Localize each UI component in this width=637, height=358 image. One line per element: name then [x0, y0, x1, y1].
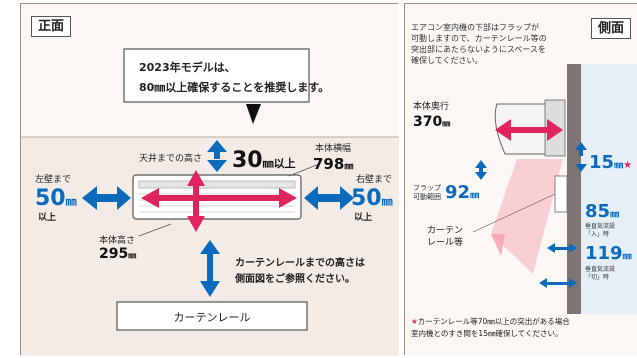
ceiling-gap-arrow: [207, 140, 227, 172]
flap-range-arrow: [475, 160, 487, 180]
side-wall: [567, 64, 581, 314]
curtain-note-line-1: カーテンレールまでの高さは: [235, 258, 365, 269]
right-wall-value: 50㎜: [351, 186, 393, 211]
width-label: 本体横幅: [315, 144, 352, 154]
depth-value: 370㎜: [413, 114, 451, 130]
front-view-panel: 正面 2023年モデルは、 80㎜以上確保することを推奨します。 天井までの高さ…: [20, 3, 399, 356]
side-intro-3: 突出部にあたらないようにスペースを: [411, 45, 546, 54]
ceiling-value: 30㎜以上: [232, 148, 296, 173]
curtain-rail-label: カーテンレール: [173, 311, 251, 324]
left-gap-arrow: [82, 186, 131, 210]
side-intro-1: エアコン室内機の下部はフラップが: [411, 23, 539, 32]
right-gap-arrow: [304, 186, 354, 210]
curtain-rail-profile: [554, 175, 568, 213]
footnote-1: ★カーテンレール等70㎜以上の突出がある場合: [411, 317, 570, 326]
flap-label-1: フラップ: [413, 184, 441, 192]
gap85-note-1: 垂直気流設: [585, 223, 616, 230]
top-gap-arrow: [575, 142, 587, 172]
side-view-panel: エアコン室内機の下部はフラップが 可動しますので、カーテンレール等の 突出部にあ…: [404, 3, 637, 356]
height-label: 本体高さ: [99, 236, 136, 246]
gap119-note-2: 「切」時: [585, 274, 610, 281]
front-view-diagram: [21, 4, 399, 356]
left-wall-suffix: 以上: [38, 213, 57, 223]
gap119-arrow: [539, 278, 577, 288]
curtain-label-1: カーテン: [427, 226, 464, 236]
flap-label-2: 可動範囲: [413, 193, 441, 201]
side-intro-2: 可動しますので、カーテンレール等の: [411, 34, 547, 43]
side-view-diagram: [405, 4, 637, 356]
callout-arrow-icon: [246, 104, 261, 124]
left-wall-value: 50㎜: [35, 186, 77, 211]
right-wall-label: 右壁まで: [356, 175, 393, 185]
airflow-cone: [491, 159, 563, 274]
depth-arrow: [495, 119, 563, 141]
width-value: 798㎜: [313, 155, 354, 173]
room-right: [581, 64, 637, 314]
curtain-note-line-2: 側面図をご参照ください。: [235, 274, 355, 285]
gap119-value: 119㎜: [585, 243, 632, 264]
gap85-arrow: [547, 243, 577, 253]
right-wall-suffix: 以上: [354, 213, 373, 223]
side-title: 側面: [591, 18, 632, 39]
left-wall-label: 左壁まで: [35, 175, 72, 185]
curtain-label-2: レール等: [427, 238, 464, 248]
curtain-rail-bar: [116, 301, 308, 331]
gap85-note-2: 「入」時: [585, 231, 610, 238]
gap119-note-1: 垂直気流設: [585, 266, 616, 273]
ceiling-label: 天井までの高さ: [139, 154, 203, 164]
side-intro-4: 確保してください。: [411, 56, 483, 65]
curtain-gap-arrow: [200, 240, 220, 297]
footnote-2: 室内機とのすき間を15㎜確保してください。: [411, 329, 563, 338]
height-arrow: [187, 170, 205, 232]
gap85-value: 85㎜: [585, 201, 620, 222]
width-arrow: [141, 188, 297, 208]
depth-label: 本体奥行: [413, 102, 450, 112]
callout-box: [123, 48, 310, 103]
height-value: 295㎜: [99, 246, 137, 262]
callout-line-1: 2023年モデルは、: [139, 61, 236, 74]
top-gap-value: 15㎜★: [589, 152, 633, 173]
flap-value: 92㎜: [445, 182, 480, 203]
front-title: 正面: [31, 16, 72, 37]
callout-line-2: 80㎜以上確保することを推奨します。: [139, 81, 330, 94]
